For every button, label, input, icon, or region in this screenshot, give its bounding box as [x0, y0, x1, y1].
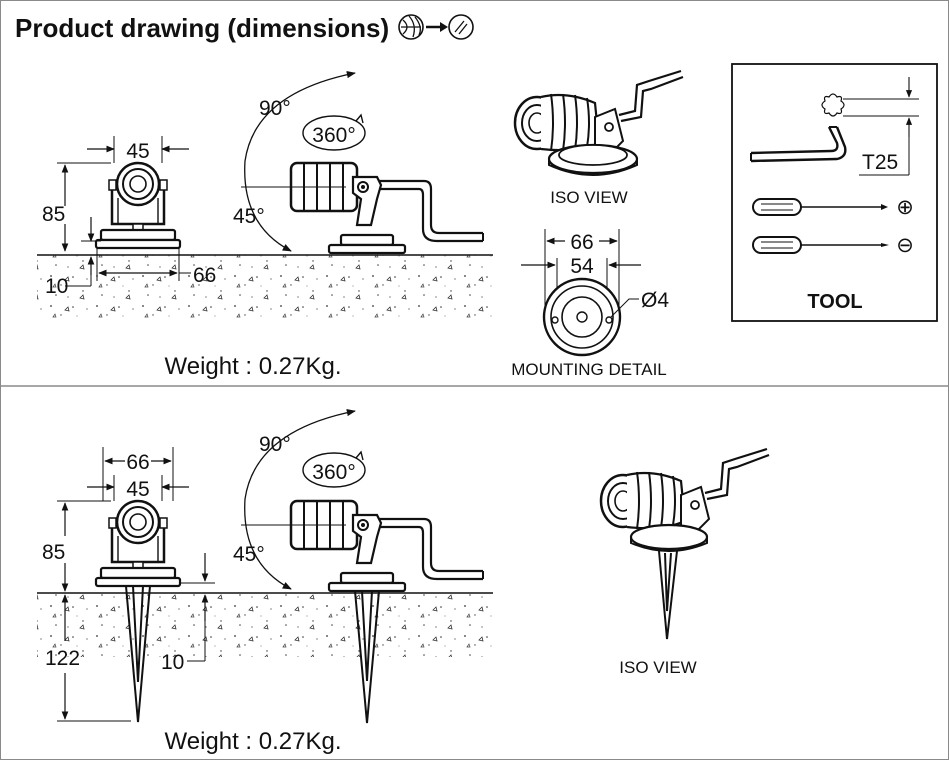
dimension-spike-122: 122: [45, 594, 131, 722]
iso-view-label: ISO VIEW: [550, 188, 627, 207]
dimension-width-45: 45: [87, 136, 189, 163]
tilt-down-label: 45°: [233, 205, 265, 228]
rotation-360-icon: [302, 115, 366, 151]
tool-box: T25 ⊕ ⊖ TOOL: [731, 63, 938, 322]
minus-symbol: ⊖: [896, 234, 914, 257]
dimension-label-width: 45: [126, 140, 149, 163]
flat-screwdriver-icon: ⊖: [752, 234, 914, 257]
l-key-icon: [750, 126, 847, 163]
weight-label: Weight : 0.27Kg.: [165, 353, 342, 380]
tilt-up-label-spike: 90°: [259, 433, 291, 456]
page-title: Product drawing (dimensions): [15, 13, 389, 43]
surface-mount-section: 45 85 10 66: [37, 69, 685, 380]
dimension-label-height-spike: 85: [42, 541, 65, 564]
plus-symbol: ⊕: [896, 196, 914, 219]
dimension-base-10: 10: [45, 217, 101, 298]
torx-bit-icon: T25: [821, 77, 919, 176]
tilt-down-label-spike: 45°: [233, 543, 265, 566]
right-arrow-icon: [426, 22, 448, 32]
dimension-height-85-spike: 85: [42, 500, 111, 592]
rotation-360-icon-spike: [302, 452, 366, 488]
dimension-label-outer: 66: [126, 451, 149, 474]
side-view-lamp: [289, 161, 485, 255]
dimension-width-66-45: 66 45: [87, 447, 189, 501]
weight-label-spike: Weight : 0.27Kg.: [165, 728, 342, 755]
rotation-label-spike: 360°: [312, 461, 355, 484]
torx-size-label: T25: [862, 151, 898, 174]
front-view-lamp: [94, 161, 182, 250]
tilt-range-arc-spike: 90° 45° 360°: [233, 409, 366, 590]
dimension-label-base: 10: [45, 275, 68, 298]
dimension-base-66: 66: [96, 248, 216, 287]
mounting-detail: 66 54 Ø4 MOUNTING DETAIL: [511, 229, 669, 379]
dimension-gap-10: 10: [161, 553, 215, 674]
ground-soil: [37, 593, 493, 657]
iso-view-spike-lamp: [599, 447, 771, 640]
hole-diameter-label: Ø4: [641, 289, 669, 312]
tilt-range-arc: 90° 45° 360°: [233, 71, 366, 252]
inner-diameter-label: 54: [570, 255, 594, 278]
dimension-height-85: 85: [42, 162, 111, 252]
mounting-detail-label: MOUNTING DETAIL: [511, 360, 667, 379]
rotation-label: 360°: [312, 124, 355, 147]
ground-surface: [37, 255, 493, 319]
iso-view-lamp: [513, 69, 685, 176]
front-view-spike-lamp: [94, 499, 182, 723]
spike-mount-section: 66 45 85 122 10: [37, 409, 771, 755]
dimension-label-base-width: 66: [193, 264, 216, 287]
phillips-screwdriver-icon: ⊕: [752, 196, 914, 219]
iso-view-label-spike: ISO VIEW: [619, 658, 696, 677]
tool-label: TOOL: [807, 291, 862, 313]
outer-diameter-label: 66: [570, 231, 593, 254]
clear-glass-icon: [448, 14, 474, 40]
glass-pattern-icon: [398, 14, 424, 40]
dimension-label-body: 45: [126, 478, 149, 501]
dimension-label-gap: 10: [161, 651, 184, 674]
dimension-label-height: 85: [42, 203, 65, 226]
dimension-label-spike: 122: [45, 647, 80, 670]
tilt-up-label: 90°: [259, 97, 291, 120]
